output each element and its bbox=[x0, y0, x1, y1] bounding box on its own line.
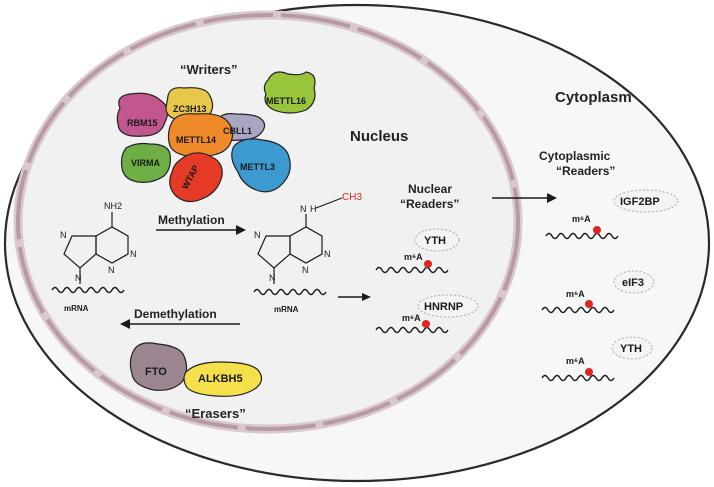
m6a-structure: N H CH3 N N N N bbox=[254, 192, 362, 284]
nuclear-readers-line1: Nuclear bbox=[408, 182, 452, 196]
n-atom: N bbox=[130, 249, 137, 259]
n-atom: N bbox=[75, 273, 82, 283]
cyto-reader-igf2bp-badge bbox=[613, 189, 679, 213]
nuclear-readers-line2: “Readers” bbox=[400, 197, 459, 211]
m6a-label: m⁶A bbox=[402, 313, 421, 323]
nuclear-envelope-outline bbox=[16, 13, 520, 431]
writers-complex: RBM15 ZC3H13 METTL16 CBLL1 METTL14 VIRMA… bbox=[116, 71, 316, 203]
writer-cbll1-label: CBLL1 bbox=[223, 126, 252, 136]
nuclear-reader-yth-label: YTH bbox=[424, 235, 446, 247]
m6a-dot bbox=[422, 320, 430, 328]
writer-mettl16-label: METTL16 bbox=[266, 96, 306, 106]
writer-mettl3-blob bbox=[231, 138, 291, 193]
nuclear-reader-hnrnp-label: HNRNP bbox=[424, 301, 463, 313]
nuclear-reader-hnrnp-badge bbox=[417, 294, 479, 318]
n-atom: N bbox=[302, 265, 309, 275]
eraser-fto-blob bbox=[129, 342, 188, 391]
m6a-dot bbox=[593, 226, 601, 234]
erasers-label: “Erasers” bbox=[185, 406, 246, 421]
methylation-label: Methylation bbox=[158, 213, 225, 227]
writer-mettl14-label: METTL14 bbox=[176, 135, 216, 145]
cyto-reader-igf2bp-label: IGF2BP bbox=[620, 196, 660, 208]
export-arrowhead bbox=[547, 193, 557, 203]
adenine-structure: NH2 N N N N bbox=[60, 201, 137, 284]
n-atom: N bbox=[269, 273, 276, 283]
eraser-alkbh5-blob bbox=[183, 361, 263, 397]
n-atom: N bbox=[324, 249, 331, 259]
writer-virma-blob bbox=[120, 142, 171, 183]
mrna-right-label: mRNA bbox=[274, 305, 299, 314]
m6a-label: m⁶A bbox=[566, 356, 585, 366]
n-atom: N bbox=[300, 204, 307, 214]
writer-mettl3-label: METTL3 bbox=[240, 162, 275, 172]
h-atom: H bbox=[310, 204, 317, 214]
m6a-label: m⁶A bbox=[572, 214, 591, 224]
writer-mettl16-blob bbox=[263, 71, 316, 114]
cytoplasm-label: Cytoplasm bbox=[555, 89, 632, 106]
demethylation-label: Demethylation bbox=[134, 307, 217, 321]
amine-label: NH2 bbox=[104, 201, 122, 211]
n-atom: N bbox=[60, 230, 67, 240]
m6a-dot bbox=[424, 260, 432, 268]
m6a-dot bbox=[585, 300, 593, 308]
nuclear-reader-yth-badge bbox=[414, 228, 460, 252]
m6a-label: m⁶A bbox=[566, 289, 585, 299]
nucleus-label: Nucleus bbox=[350, 128, 408, 145]
mrna-left-label: mRNA bbox=[64, 304, 89, 313]
m6a-dot bbox=[585, 368, 593, 376]
writer-virma-label: VIRMA bbox=[131, 158, 161, 168]
writer-wtap-blob bbox=[169, 152, 223, 203]
eraser-fto-label: FTO bbox=[145, 366, 167, 378]
nuclear-envelope bbox=[13, 10, 523, 434]
writer-rbm15-blob bbox=[116, 92, 169, 137]
writers-label: “Writers” bbox=[180, 62, 238, 77]
cyto-reader-eif3-badge bbox=[613, 270, 655, 294]
to-readers-arrowhead bbox=[362, 293, 371, 301]
cyto-reader-yth-badge bbox=[611, 336, 653, 360]
cyto-reader-yth-label: YTH bbox=[620, 343, 642, 355]
cyto-readers-line1: Cytoplasmic bbox=[539, 149, 611, 163]
n-atom: N bbox=[108, 265, 115, 275]
cyto-reader-eif3-label: eIF3 bbox=[622, 277, 644, 289]
writer-zc3h13-label: ZC3H13 bbox=[173, 104, 207, 114]
writer-mettl14-blob bbox=[167, 113, 234, 157]
cyto-readers-line2: “Readers” bbox=[556, 164, 615, 178]
methylation-arrowhead bbox=[236, 225, 246, 235]
m6a-label: m⁶A bbox=[404, 252, 423, 262]
eraser-alkbh5-label: ALKBH5 bbox=[198, 373, 243, 385]
writer-rbm15-label: RBM15 bbox=[127, 118, 158, 128]
demethylation-arrowhead bbox=[120, 319, 130, 329]
n-atom: N bbox=[254, 230, 261, 240]
methyl-group-label: CH3 bbox=[342, 192, 362, 203]
